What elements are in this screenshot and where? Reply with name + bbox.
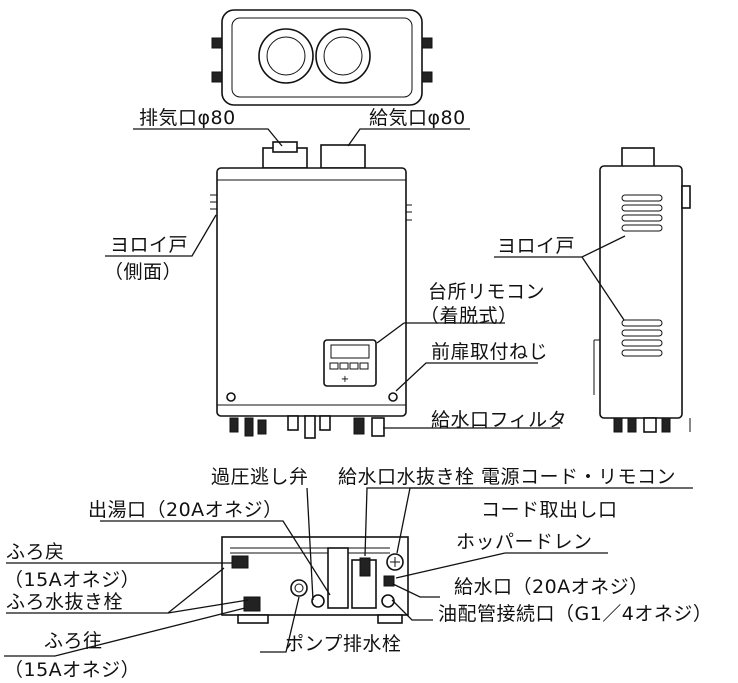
label-hot-water-outlet: 出湯口（20Aオネジ） — [88, 499, 283, 521]
label-oil-pipe: 油配管接続口（G1／4オネジ） — [438, 603, 713, 625]
label-pump-drain: ポンプ排水栓 — [285, 633, 402, 655]
label-louver-front: ヨロイ戸 — [110, 234, 189, 256]
label-exhaust: 排気口φ80 — [139, 107, 236, 129]
label-water-drain-plug: 給水口水抜き栓 — [338, 466, 475, 488]
label-bath-return: ふろ戻 — [6, 541, 65, 563]
label-remote-sub: （着脱式） — [420, 305, 518, 327]
label-bath-supply-sub: （15Aオネジ） — [4, 659, 141, 681]
label-remote: 台所リモコン — [428, 281, 546, 303]
label-hopper-drain: ホッパードレン — [456, 531, 593, 553]
label-water-inlet: 給水口（20Aオネジ） — [454, 576, 649, 598]
label-front-screw: 前扉取付ねじ — [431, 341, 549, 363]
top-view — [211, 9, 433, 106]
label-bath-return-sub: （15Aオネジ） — [4, 569, 141, 591]
front-view: + — [210, 141, 412, 439]
label-louver-front-sub: （側面） — [104, 261, 183, 283]
label-bath-supply: ふろ往 — [44, 630, 103, 652]
label-power-cord-sub: コード取出し口 — [481, 499, 618, 521]
label-relief-valve: 過圧逃し弁 — [211, 466, 309, 488]
label-water-filter: 給水口フィルタ — [431, 409, 568, 431]
svg-text:+: + — [341, 374, 349, 385]
label-power-cord: 電源コード・リモコン — [481, 466, 677, 488]
leader-lines — [4, 128, 693, 657]
bottom-view — [221, 536, 409, 624]
label-louver-side: ヨロイ戸 — [497, 235, 576, 257]
side-view — [593, 147, 691, 433]
label-bath-drain-plug: ふろ水抜き栓 — [6, 591, 124, 613]
label-intake: 給気口φ80 — [369, 107, 466, 129]
